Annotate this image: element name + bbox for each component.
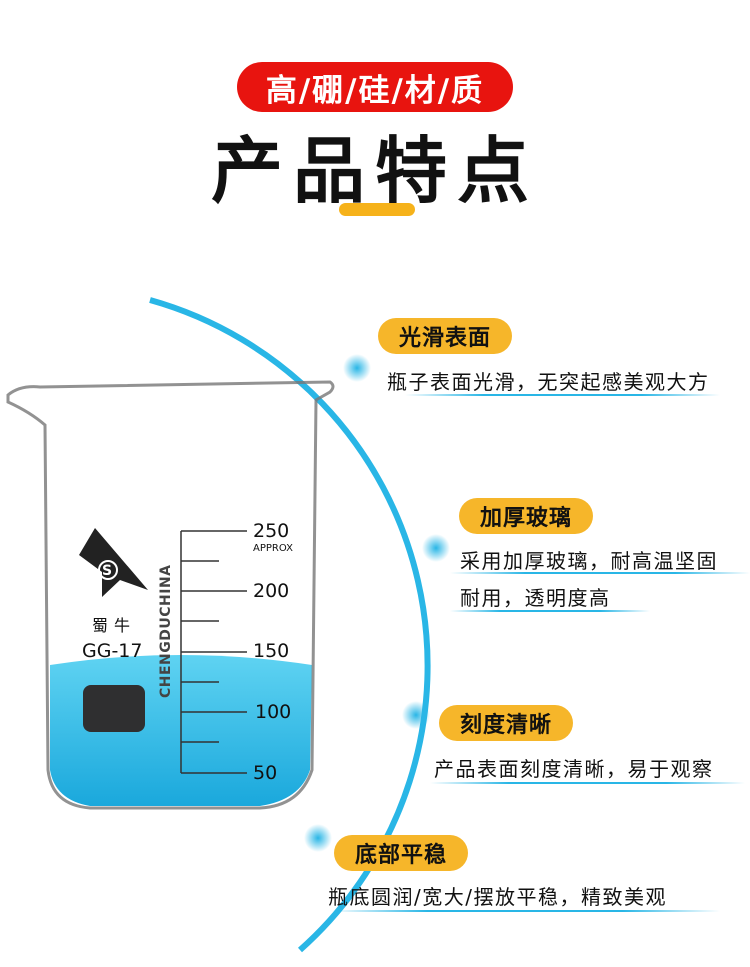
feature-title-smooth: 光滑表面 <box>378 318 512 354</box>
model-label: GG-17 <box>82 640 143 662</box>
feature-title-scale: 刻度清晰 <box>439 705 573 741</box>
scale-label: 250 <box>253 520 290 542</box>
svg-text:S: S <box>102 563 112 579</box>
arc-dot <box>304 824 332 852</box>
feature-desc: 产品表面刻度清晰，易于观察 <box>434 757 714 781</box>
divider <box>430 782 745 784</box>
material-tag: 高/硼/硅/材/质 <box>237 62 513 112</box>
arc-dot <box>402 701 430 729</box>
divider <box>330 910 720 912</box>
feature-desc: 瓶子表面光滑，无突起感美观大方 <box>387 370 710 394</box>
page-title: 产品特点 <box>210 129 539 213</box>
feature-title-thick: 加厚玻璃 <box>459 498 593 534</box>
title-underline <box>339 203 415 216</box>
maker-label: CHENGDUCHINA <box>158 564 174 698</box>
beaker-glass <box>6 380 335 810</box>
arc-dot <box>343 354 371 382</box>
arc-dot <box>422 534 450 562</box>
feature-desc: 瓶底圆润/宽大/摆放平稳，精致美观 <box>328 885 667 909</box>
feature-title-base: 底部平稳 <box>334 835 468 871</box>
divider <box>450 572 750 574</box>
approx-label: APPROX <box>253 543 293 554</box>
scale-label: 200 <box>253 580 290 602</box>
divider <box>450 610 650 612</box>
label-patch <box>83 685 145 732</box>
feature-desc: 耐用，透明度高 <box>460 586 611 610</box>
divider <box>405 394 720 396</box>
scale-label: 50 <box>253 762 278 784</box>
scale-label: 150 <box>253 640 290 662</box>
scale-label: 100 <box>255 701 292 723</box>
feature-desc: 采用加厚玻璃，耐高温坚固 <box>460 549 718 573</box>
brand-name: 蜀牛 <box>92 616 137 635</box>
